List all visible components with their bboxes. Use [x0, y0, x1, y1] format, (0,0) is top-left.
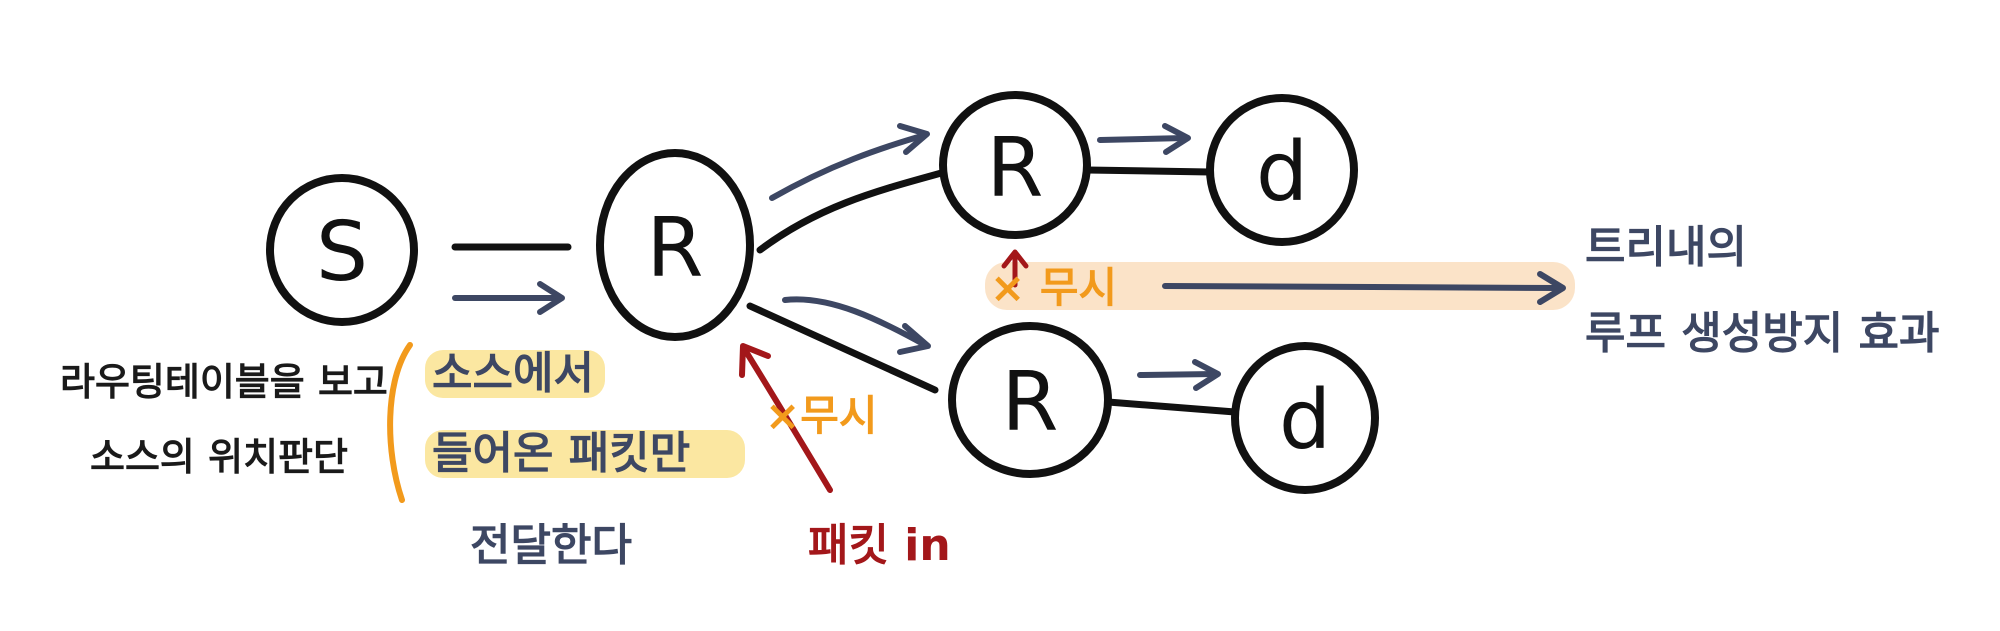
node-dest-top-label: d: [1256, 125, 1308, 220]
highlight-packet-text: [425, 430, 745, 478]
result-note-line2: 루프 생성방지 효과: [1585, 308, 1939, 359]
middle-note-line2: 들어온 패킷만: [432, 428, 690, 479]
packet-in-label: 패킷 in: [808, 520, 951, 571]
left-note-line2: 소스의 위치판단: [90, 435, 348, 479]
result-arrow: [1162, 271, 1566, 305]
middle-note-line1: 소스에서: [432, 348, 594, 399]
flow-arrow-rbottom-dbottom: [1137, 359, 1221, 391]
link-r-rbottom: [746, 302, 939, 394]
node-router-top-label: R: [987, 121, 1044, 216]
result-note-line1: 트리내의: [1585, 222, 1747, 273]
ignore-label-bottom: ×무시: [765, 391, 877, 440]
node-router-bottom-label: R: [1002, 355, 1059, 450]
node-dest-top: d: [1206, 94, 1358, 246]
flow-arrow-r-rbottom: [782, 296, 931, 355]
packet-in-arrow-bottom: [739, 343, 833, 493]
ignore-label-top: × 무시: [990, 263, 1117, 312]
node-router-center: R: [596, 149, 754, 341]
node-source-label: S: [316, 205, 368, 300]
link-r-rtop: [756, 168, 949, 254]
node-source: S: [266, 174, 418, 326]
flow-arrow-rtop-dtop: [1097, 123, 1191, 155]
node-router-center-label: R: [647, 201, 704, 296]
highlight-source-text: [425, 350, 605, 398]
node-router-top: R: [939, 91, 1091, 239]
link-rtop-dtop: [1083, 166, 1214, 176]
orange-bracket: [387, 342, 413, 503]
packet-in-arrow-top: [1001, 249, 1029, 288]
link-rbottom-dbottom: [1104, 398, 1239, 416]
middle-note-line3: 전달한다: [470, 520, 632, 571]
node-router-bottom: R: [948, 322, 1112, 478]
node-dest-bottom-label: d: [1279, 373, 1331, 468]
flow-arrow-r-rtop: [769, 123, 930, 201]
flow-arrow-s-r: [452, 281, 565, 315]
left-note-line1: 라우팅테이블을 보고: [60, 360, 388, 404]
node-dest-bottom: d: [1231, 342, 1379, 494]
